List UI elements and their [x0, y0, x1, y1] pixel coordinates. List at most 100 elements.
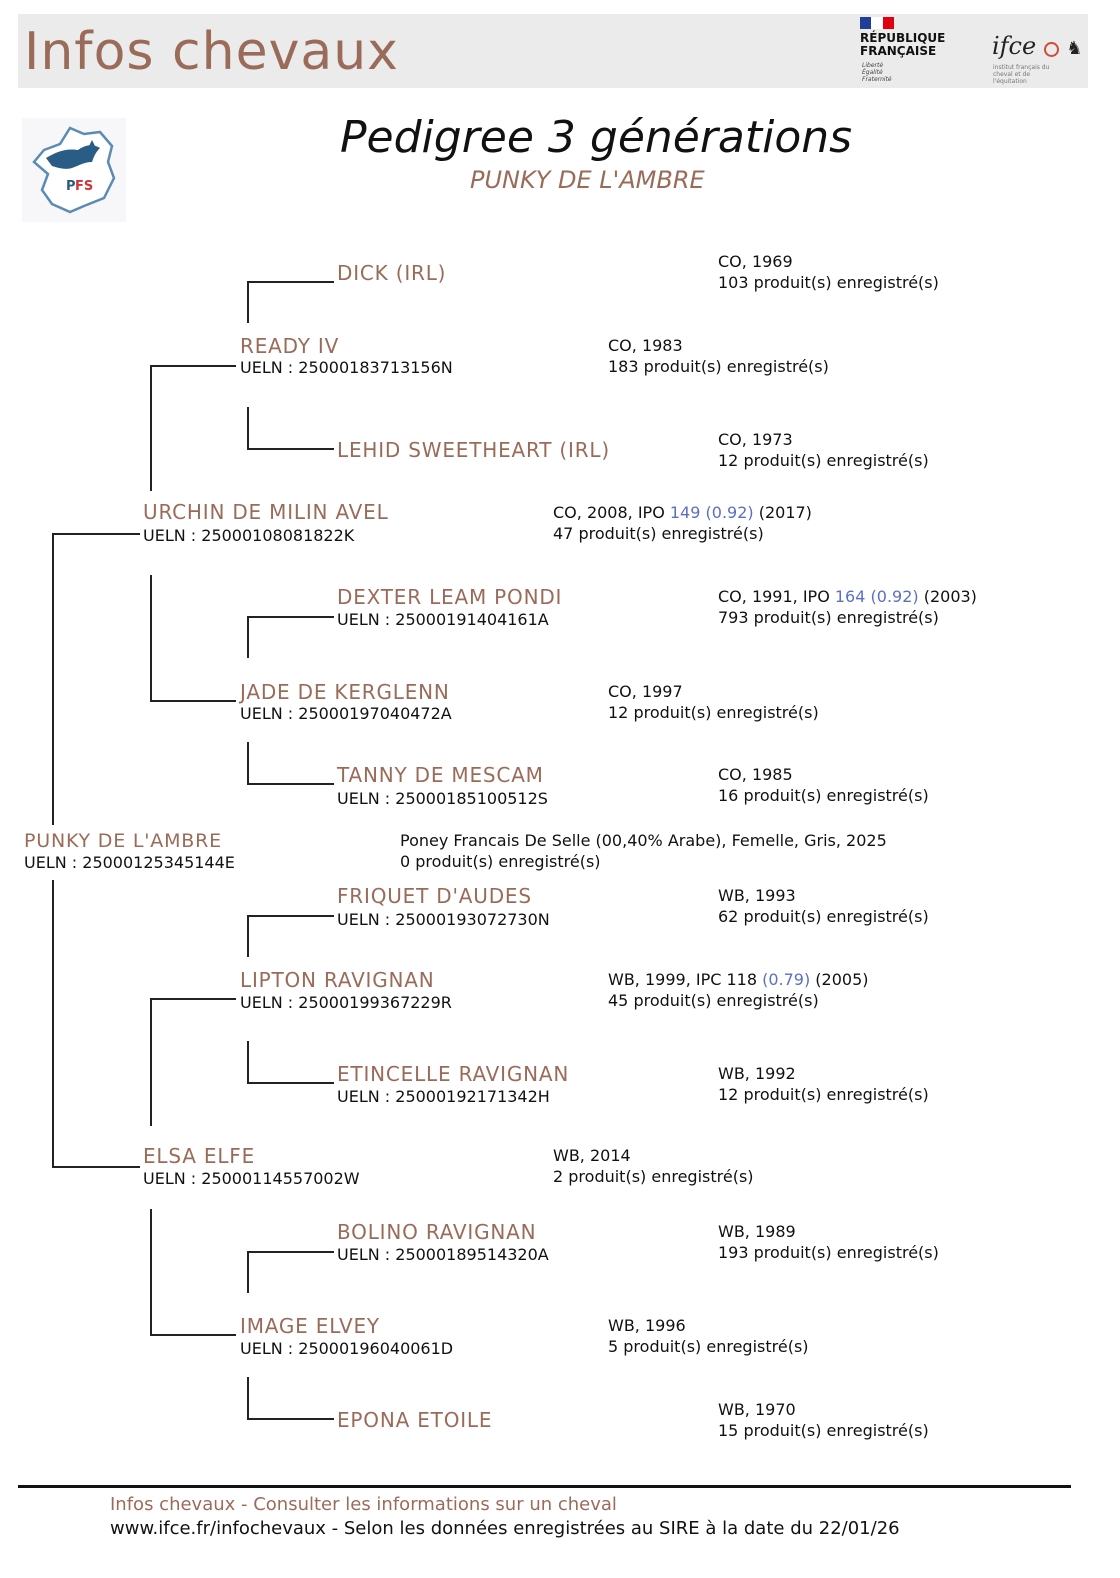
horse-breed-year: WB, 1992 — [718, 1064, 796, 1083]
horse-offspring-count: 47 produit(s) enregistré(s) — [553, 524, 764, 543]
horse-offspring-count: 0 produit(s) enregistré(s) — [400, 852, 601, 871]
subject-horse-name[interactable]: PUNKY DE L'AMBRE — [24, 830, 222, 852]
horse-breed-year-ipo: CO, 1991, IPO 164 (0.92) (2003) — [718, 587, 977, 606]
sire-ueln: UELN : 25000108081822K — [143, 526, 355, 545]
horse-offspring-count: 2 produit(s) enregistré(s) — [553, 1167, 754, 1186]
dam-dam-sire-ueln: UELN : 25000189514320A — [337, 1245, 549, 1264]
republique-francaise-label: RÉPUBLIQUE FRANÇAISE — [860, 31, 946, 58]
dam-dam-dam-info: WB, 1970 15 produit(s) enregistré(s) — [718, 1399, 929, 1441]
dam-dam-dam-name[interactable]: EPONA ETOILE — [337, 1408, 493, 1432]
footer-divider — [18, 1485, 1071, 1488]
dam-sire-name[interactable]: LIPTON RAVIGNAN — [240, 968, 435, 992]
connector-line — [150, 365, 152, 491]
ifce-subtitle: institut français du cheval et de l'équi… — [993, 64, 1050, 85]
dam-sire-sire-info: WB, 1993 62 produit(s) enregistré(s) — [718, 885, 929, 927]
dam-sire-info: WB, 1999, IPC 118 (0.79) (2005) 45 produ… — [608, 969, 869, 1011]
connector-line — [247, 742, 249, 785]
horse-breed-details: Poney Francais De Selle (00,40% Arabe), … — [400, 831, 887, 850]
horse-offspring-count: 12 produit(s) enregistré(s) — [608, 703, 819, 722]
horse-offspring-count: 103 produit(s) enregistré(s) — [718, 273, 939, 292]
horse-offspring-count: 5 produit(s) enregistré(s) — [608, 1337, 809, 1356]
footer-site-description: Infos chevaux - Consulter les informatio… — [110, 1494, 617, 1515]
connector-line — [150, 1209, 152, 1336]
horse-breed-year: WB, 1993 — [718, 886, 796, 905]
subject-horse-info: Poney Francais De Selle (00,40% Arabe), … — [400, 830, 887, 872]
connector-line — [247, 448, 334, 450]
connector-line — [52, 533, 54, 825]
horse-offspring-count: 62 produit(s) enregistré(s) — [718, 907, 929, 926]
connector-line — [247, 1418, 334, 1420]
horse-offspring-count: 16 produit(s) enregistré(s) — [718, 786, 929, 805]
dam-dam-ueln: UELN : 25000196040061D — [240, 1339, 454, 1358]
dam-name[interactable]: ELSA ELFE — [143, 1144, 256, 1168]
svg-text:FS: FS — [75, 179, 93, 194]
sire-dam-dam-info: CO, 1985 16 produit(s) enregistré(s) — [718, 764, 929, 806]
horse-breed-year: CO, 1973 — [718, 430, 793, 449]
ifce-logo: ifce ♞ — [992, 32, 1083, 60]
connector-line — [247, 616, 334, 618]
dam-sire-ueln: UELN : 25000199367229R — [240, 993, 452, 1012]
dam-sire-dam-name[interactable]: ETINCELLE RAVIGNAN — [337, 1062, 570, 1086]
sire-dam-dam-ueln: UELN : 25000185100512S — [337, 789, 548, 808]
connector-line — [52, 1166, 140, 1168]
dam-dam-info: WB, 1996 5 produit(s) enregistré(s) — [608, 1315, 809, 1357]
connector-line — [247, 1082, 334, 1084]
connector-line — [150, 998, 236, 1000]
dam-sire-sire-ueln: UELN : 25000193072730N — [337, 910, 550, 929]
pfs-logo: P FS — [22, 118, 126, 222]
sire-sire-sire-info: CO, 1969 103 produit(s) enregistré(s) — [718, 251, 939, 293]
horse-breed-year: CO, 1969 — [718, 252, 793, 271]
sire-dam-ueln: UELN : 25000197040472A — [240, 704, 452, 723]
horse-offspring-count: 12 produit(s) enregistré(s) — [718, 451, 929, 470]
connector-line — [150, 575, 152, 702]
dam-dam-name[interactable]: IMAGE ELVEY — [240, 1314, 380, 1338]
republique-motto: Liberté Égalité Fraternité — [862, 62, 892, 83]
connector-line — [247, 783, 334, 785]
horse-breed-year: CO, 1983 — [608, 336, 683, 355]
sire-dam-sire-name[interactable]: DEXTER LEAM PONDI — [337, 585, 563, 609]
horse-breed-year: WB, 1970 — [718, 1400, 796, 1419]
dam-dam-sire-name[interactable]: BOLINO RAVIGNAN — [337, 1220, 537, 1244]
rider-icon: ♞ — [1066, 38, 1083, 59]
sire-dam-name[interactable]: JADE DE KERGLENN — [240, 680, 450, 704]
connector-line — [150, 365, 236, 367]
horse-offspring-count: 12 produit(s) enregistré(s) — [718, 1085, 929, 1104]
connector-line — [247, 281, 249, 323]
connector-line — [247, 281, 334, 283]
horse-breed-year: CO, 1985 — [718, 765, 793, 784]
horse-breed-year-ipc: WB, 1999, IPC 118 (0.79) (2005) — [608, 970, 869, 989]
sire-sire-name[interactable]: READY IV — [240, 334, 340, 358]
connector-line — [52, 880, 54, 1168]
sire-dam-sire-ueln: UELN : 25000191404161A — [337, 610, 549, 629]
horse-breed-year-ipo: CO, 2008, IPO 149 (0.92) (2017) — [553, 503, 812, 522]
horse-offspring-count: 793 produit(s) enregistré(s) — [718, 608, 939, 627]
dam-info: WB, 2014 2 produit(s) enregistré(s) — [553, 1145, 754, 1187]
dam-dam-sire-info: WB, 1989 193 produit(s) enregistré(s) — [718, 1221, 939, 1263]
france-map-horse-icon: P FS — [32, 126, 116, 214]
connector-line — [247, 1251, 249, 1293]
connector-line — [150, 700, 236, 702]
sire-sire-sire-name[interactable]: DICK (IRL) — [337, 261, 447, 285]
connector-line — [150, 1334, 236, 1336]
sire-dam-dam-name[interactable]: TANNY DE MESCAM — [337, 763, 544, 787]
sire-info: CO, 2008, IPO 149 (0.92) (2017) 47 produ… — [553, 502, 812, 544]
subject-horse-ueln: UELN : 25000125345144E — [24, 853, 235, 872]
site-title: Infos chevaux — [24, 22, 399, 82]
sire-sire-dam-name[interactable]: LEHID SWEETHEART (IRL) — [337, 438, 610, 462]
sire-dam-info: CO, 1997 12 produit(s) enregistré(s) — [608, 681, 819, 723]
header-bar: Infos chevaux RÉPUBLIQUE FRANÇAISE Liber… — [18, 14, 1088, 88]
sire-name[interactable]: URCHIN DE MILIN AVEL — [143, 500, 389, 524]
horse-offspring-count: 183 produit(s) enregistré(s) — [608, 357, 829, 376]
connector-line — [150, 998, 152, 1126]
horse-offspring-count: 15 produit(s) enregistré(s) — [718, 1421, 929, 1440]
connector-line — [247, 915, 334, 917]
dam-ueln: UELN : 25000114557002W — [143, 1169, 360, 1188]
connector-line — [247, 1041, 249, 1084]
connector-line — [247, 616, 249, 658]
connector-line — [247, 915, 249, 957]
sire-sire-dam-info: CO, 1973 12 produit(s) enregistré(s) — [718, 429, 929, 471]
dam-sire-sire-name[interactable]: FRIQUET D'AUDES — [337, 884, 532, 908]
horse-name-subtitle: PUNKY DE L'AMBRE — [470, 166, 705, 194]
svg-text:P: P — [66, 179, 76, 194]
horse-breed-year: WB, 1989 — [718, 1222, 796, 1241]
